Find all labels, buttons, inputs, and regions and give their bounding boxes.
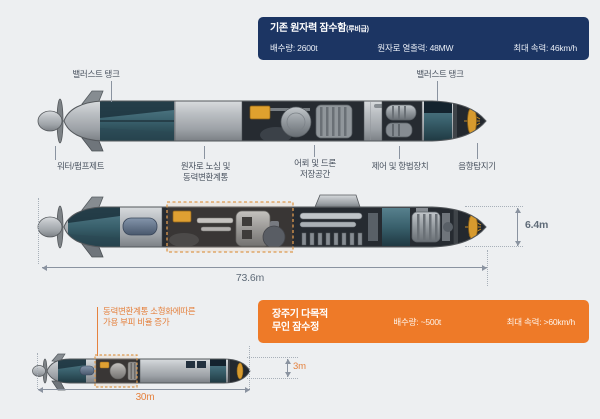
extension-line <box>247 357 298 358</box>
height-dimension-value: 6.4m <box>525 219 549 231</box>
existing-sub-title-note: (루비급) <box>346 26 369 33</box>
extension-line <box>38 198 39 264</box>
uuv-spec-panel: 장주기 다목적 무인 잠수정 배수량: ~500t 최대 속력: >60km/h <box>258 300 589 343</box>
uuv-height-dimension-line <box>284 359 291 377</box>
label-ballast-tank-left: 밸러스트 탱크 <box>72 69 120 79</box>
leader-line <box>55 146 56 160</box>
spec-row: 배수량: 2600t 원자로 열출력: 48MW 최대 속력: 46km/h <box>270 42 577 54</box>
existing-sub-title: 기존 원자력 잠수함 <box>270 23 347 34</box>
label-sonar: 음향탐지기 <box>458 161 496 171</box>
highlight-dashed-box <box>94 354 138 388</box>
length-dimension-value: 73.6m <box>235 272 265 284</box>
existing-submarine-spec-panel: 기존 원자력 잠수함(루비급) 배수량: 2600t 원자로 열출력: 48MW… <box>258 17 589 60</box>
uuv-annotation: 동력변환계통 소형화에따른 가용 부피 비율 증가 <box>103 306 196 328</box>
uuv-height-dimension-value: 3m <box>293 361 306 372</box>
extension-line <box>487 250 488 286</box>
uuv-illustration <box>32 353 251 391</box>
height-dimension-line <box>514 208 521 246</box>
annotation-leader-line <box>97 307 98 356</box>
extension-line <box>247 378 298 379</box>
highlight-dashed-box <box>166 201 294 253</box>
uuv-spec-displacement: 배수량: ~500t <box>393 316 442 327</box>
label-ballast-tank-right: 밸러스트 탱크 <box>416 69 464 79</box>
uuv-length-dimension-value: 30m <box>135 392 155 403</box>
uuv-length-dimension-line <box>38 386 250 393</box>
extension-line <box>465 246 523 247</box>
panel-title: 기존 원자력 잠수함(루비급) <box>270 23 577 36</box>
leader-line <box>111 81 112 102</box>
extension-line <box>249 346 250 389</box>
uuv-title: 장주기 다목적 무인 잠수정 <box>272 309 328 333</box>
extension-line <box>37 353 38 389</box>
spec-reactor-power: 원자로 열출력: 48MW <box>377 42 454 53</box>
leader-line <box>477 143 478 159</box>
label-reactor-core: 원자로 노심 및 동력변환계통 <box>180 161 231 183</box>
leader-line <box>437 81 438 101</box>
label-control-nav: 제어 및 항법장치 <box>371 161 429 171</box>
label-torpedo-storage: 어뢰 및 드론 저장공간 <box>294 158 336 180</box>
spec-displacement: 배수량: 2600t <box>270 42 318 53</box>
uuv-spec-max-speed: 최대 속력: >60km/h <box>506 316 576 327</box>
length-dimension-line <box>42 264 487 271</box>
leader-line <box>399 146 400 159</box>
label-pumpjet: 워터/펌프제트 <box>57 161 105 171</box>
extension-line <box>465 206 523 207</box>
nuclear-submarine-cutaway-illustration <box>37 194 487 258</box>
spec-max-speed: 최대 속력: 46km/h <box>513 42 577 53</box>
nuclear-submarine-profile-illustration <box>37 90 487 152</box>
leader-line <box>314 145 315 157</box>
leader-line <box>204 146 205 159</box>
